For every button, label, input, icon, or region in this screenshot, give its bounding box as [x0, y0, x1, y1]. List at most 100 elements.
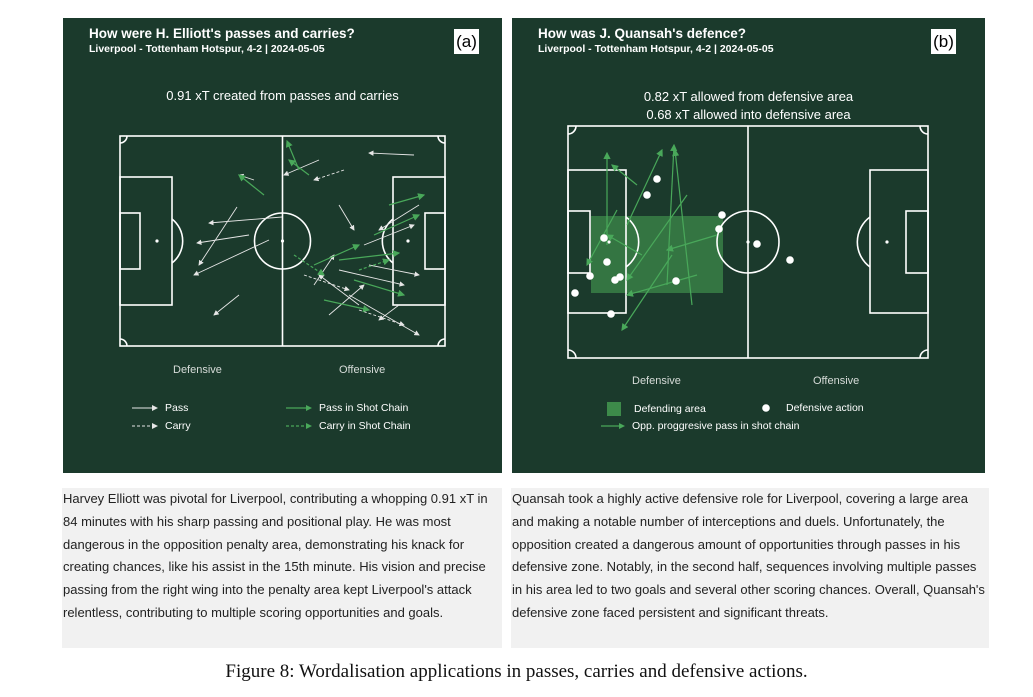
- zone-defensive-a: Defensive: [173, 364, 222, 376]
- pass-arrow: [193, 239, 270, 276]
- legend-opp-pass-label: Opp. proggresive pass in shot chain: [632, 420, 800, 432]
- defensive-action-dot: [786, 256, 794, 264]
- carry-line-icon: [132, 423, 158, 429]
- legend-pass-label: Pass: [165, 402, 189, 414]
- shot-chain-pass: [373, 214, 421, 236]
- shot-chain-pass: [313, 244, 361, 266]
- shot-chain-carries: [293, 254, 391, 276]
- opp-pass: [621, 254, 673, 331]
- shot-chain-pass-icon: [286, 405, 312, 411]
- figure-caption: Figure 8: Wordalisation applications in …: [225, 661, 808, 682]
- pitch-b: [567, 125, 929, 359]
- pass-arrow: [348, 294, 420, 336]
- shot-chain-pass: [288, 159, 310, 176]
- opp-progressive-passes: [586, 143, 718, 331]
- carry-arrow: [358, 309, 405, 327]
- pass-arrow: [363, 224, 415, 246]
- caption-a-text: Harvey Elliott was pivotal for Liverpool…: [63, 491, 488, 620]
- caption-b-text: Quansah took a highly active defensive r…: [512, 491, 985, 620]
- carry-arrows: [303, 169, 405, 327]
- legend-defending-area-label: Defending area: [634, 403, 706, 415]
- panel-a-title: How were H. Elliott's passes and carries…: [89, 26, 355, 41]
- pass-arrow: [328, 284, 365, 316]
- pass-arrow: [208, 216, 283, 226]
- legend-carry-label: Carry: [165, 420, 191, 432]
- panel-a-label: (a): [454, 29, 479, 54]
- legend-carry: Carry: [131, 420, 191, 432]
- legend-carry-shot-chain-label: Carry in Shot Chain: [319, 420, 411, 432]
- legend-defending-area: Defending area: [606, 402, 706, 416]
- pass-arrow: [368, 150, 415, 156]
- pass-arrows: [193, 150, 420, 336]
- pass-arrow: [338, 204, 355, 231]
- legend-carry-shot-chain: Carry in Shot Chain: [285, 420, 411, 432]
- opp-pass: [665, 234, 718, 252]
- shot-chain-pass: [323, 299, 371, 313]
- defensive-action-dot: [600, 234, 608, 242]
- pitch-a: [119, 135, 446, 347]
- shot-chain-pass: [285, 139, 300, 171]
- defensive-action-dot: [653, 175, 661, 183]
- caption-b: Quansah took a highly active defensive r…: [511, 488, 989, 648]
- opp-pass: [625, 274, 698, 297]
- shot-chain-pass: [238, 174, 265, 196]
- panel-b-subtitle: Liverpool - Tottenham Hotspur, 4-2 | 202…: [538, 43, 774, 55]
- pass-arrow: [338, 269, 405, 287]
- legend-defensive-action: Defensive action: [760, 402, 864, 414]
- defensive-action-dot: [718, 211, 726, 219]
- defensive-action-dot: [672, 277, 680, 285]
- shot-chain-pass: [353, 279, 406, 297]
- zone-offensive-a: Offensive: [339, 364, 386, 376]
- panel-elliott-passes: How were H. Elliott's passes and carries…: [63, 18, 502, 473]
- defensive-action-dot: [586, 272, 594, 280]
- panel-quansah-defence: How was J. Quansah's defence? Liverpool …: [512, 18, 985, 473]
- defensive-actions: [571, 175, 794, 318]
- shot-chain-pass: [338, 250, 401, 261]
- defensive-action-dot: [607, 310, 615, 318]
- pass-arrow: [378, 204, 420, 231]
- opp-pass: [611, 164, 638, 186]
- shot-chain-carry: [358, 258, 391, 271]
- pass-arrow: [318, 274, 360, 306]
- legend-pass: Pass: [131, 402, 188, 414]
- caption-a: Harvey Elliott was pivotal for Liverpool…: [62, 488, 502, 648]
- panel-b-title: How was J. Quansah's defence?: [538, 26, 747, 41]
- opp-pass: [672, 148, 693, 306]
- panel-a-headline: 0.91 xT created from passes and carries: [166, 88, 399, 103]
- panel-b-headline-2: 0.68 xT allowed into defensive area: [646, 107, 851, 122]
- pass-arrow: [196, 234, 250, 245]
- pitch-markings: [119, 135, 446, 347]
- opp-pass: [605, 234, 643, 256]
- pass-arrow: [378, 304, 400, 321]
- defensive-action-dot: [643, 191, 651, 199]
- defending-area: [591, 216, 723, 293]
- zone-offensive-b: Offensive: [813, 375, 860, 387]
- pass-line-icon: [132, 405, 158, 411]
- legend-pass-shot-chain-label: Pass in Shot Chain: [319, 402, 409, 414]
- legend-opp-pass: Opp. proggresive pass in shot chain: [600, 420, 800, 432]
- panel-b-headline-1: 0.82 xT allowed from defensive area: [643, 89, 854, 104]
- panel-b-label: (b): [931, 29, 956, 54]
- defensive-action-dot-icon: [762, 404, 770, 412]
- shot-chain-carry: [293, 254, 325, 276]
- shot-chain-carry-icon: [286, 423, 312, 429]
- defensive-action-dot: [753, 240, 761, 248]
- legend-defensive-action-label: Defensive action: [786, 402, 864, 414]
- opp-pass: [626, 194, 688, 281]
- defending-area-swatch: [607, 402, 621, 416]
- defensive-action-dot: [603, 258, 611, 266]
- opp-pass: [626, 148, 663, 226]
- panel-a-subtitle: Liverpool - Tottenham Hotspur, 4-2 | 202…: [89, 43, 325, 55]
- defensive-action-dot: [616, 273, 624, 281]
- opp-pass-line-icon: [601, 423, 625, 429]
- pass-arrow: [368, 264, 420, 277]
- pass-arrow: [213, 294, 240, 316]
- defensive-action-dot: [571, 289, 579, 297]
- shot-chain-passes: [238, 139, 426, 313]
- carry-arrow: [313, 169, 345, 182]
- pass-arrow: [198, 206, 238, 266]
- shot-chain-pass: [388, 193, 426, 206]
- zone-defensive-b: Defensive: [632, 375, 681, 387]
- pass-arrow: [283, 159, 320, 176]
- legend-pass-shot-chain: Pass in Shot Chain: [285, 402, 408, 414]
